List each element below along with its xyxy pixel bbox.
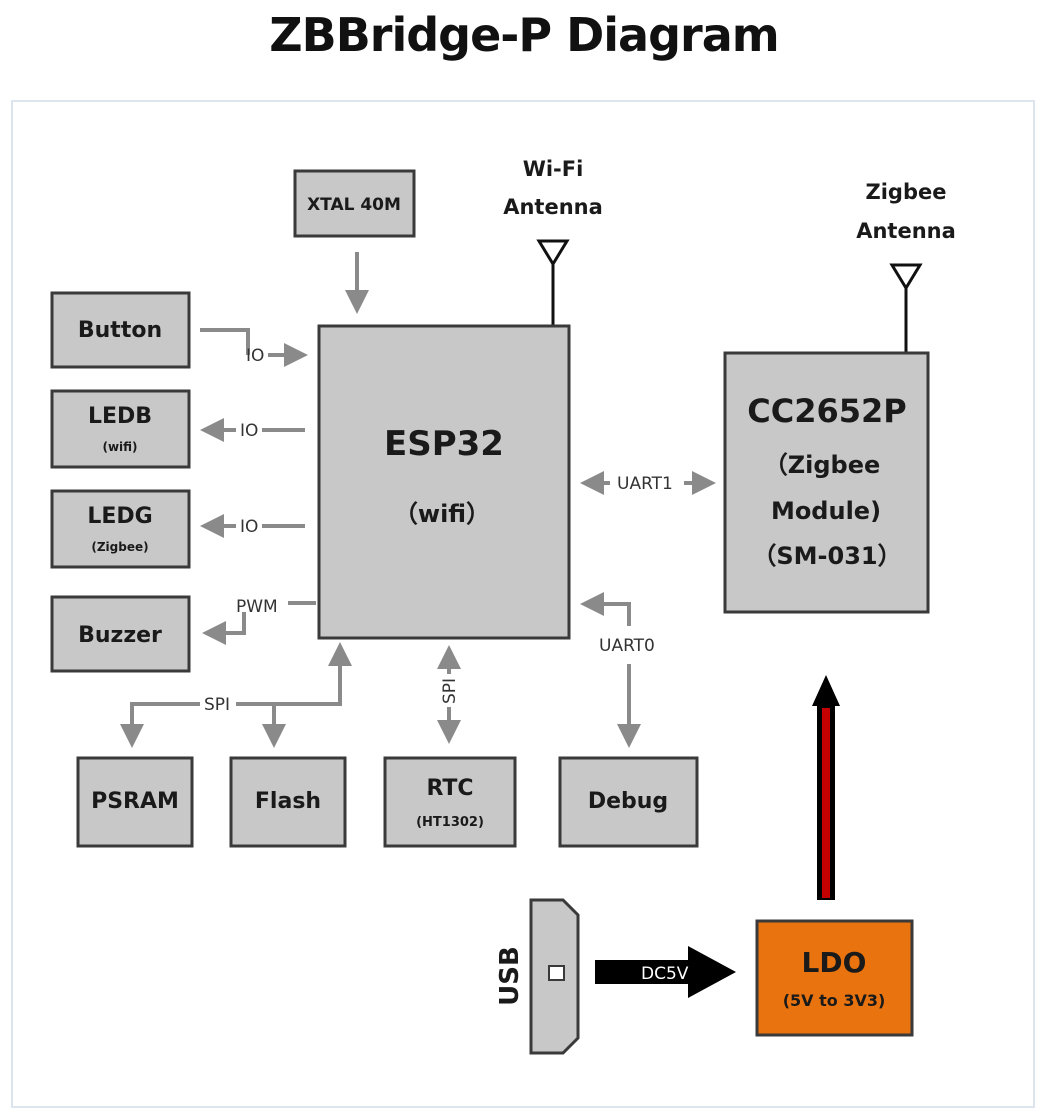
diagram-frame <box>11 100 1035 1108</box>
cc2652p-block: CC2652P （Zigbee Module) （SM-031） <box>723 351 930 614</box>
ldo-block: LDO (5V to 3V3) <box>755 919 914 1037</box>
wifi-antenna-label-1: Wi-Fi <box>523 157 584 181</box>
flash-label: Flash <box>255 789 321 814</box>
usb-port-slot <box>548 965 565 981</box>
rtc-label: RTC <box>426 776 473 801</box>
esp32-label: ESP32 <box>384 424 504 464</box>
cc2652p-sublabel-3: （SM-031） <box>752 542 901 570</box>
debug-block: Debug <box>558 756 699 848</box>
debug-label: Debug <box>588 789 668 814</box>
buzzer-block: Buzzer <box>50 595 191 673</box>
power-arrow-shaft <box>822 708 830 898</box>
psram-label: PSRAM <box>91 789 179 814</box>
dc5v-label: DC5V <box>641 964 689 984</box>
usb-label: USB <box>495 946 525 1006</box>
xtal-block: XTAL 40M <box>293 169 416 238</box>
ldo-label: LDO <box>802 946 867 979</box>
button-block: Button <box>50 291 191 369</box>
xtal-label: XTAL 40M <box>307 195 401 215</box>
psram-block: PSRAM <box>76 756 194 848</box>
ledg-block: LEDG (Zigbee) <box>50 489 191 569</box>
spi-label-left: SPI <box>204 695 230 715</box>
rtc-sublabel: (HT1302) <box>416 815 484 830</box>
cc2652p-sublabel-1: （Zigbee <box>764 451 881 479</box>
wifi-antenna-icon <box>536 239 570 267</box>
cc2652p-label: CC2652P <box>747 392 906 430</box>
uart0-to-esp32 <box>580 592 631 626</box>
button-label: Button <box>78 318 162 343</box>
zigbee-antenna-icon <box>889 263 923 291</box>
zigbee-antenna-label-1: Zigbee <box>866 180 947 204</box>
spi-to-psram <box>120 702 200 748</box>
io-label-button: IO <box>246 346 264 366</box>
io-label-ledg: IO <box>240 517 258 537</box>
usb-connector: USB <box>495 898 580 1055</box>
spi-label-rtc: SPI <box>440 678 460 704</box>
uart0-label: UART0 <box>599 636 655 656</box>
cc2652p-sublabel-2: Module) <box>771 497 881 525</box>
ledg-label: LEDG <box>87 504 152 529</box>
page-title: ZBBridge-P Diagram <box>269 8 779 62</box>
zigbee-antenna-label-2: Antenna <box>856 219 956 243</box>
ledb-label: LEDB <box>88 404 152 429</box>
spi-bus-right <box>236 642 352 706</box>
ledg-sublabel: (Zigbee) <box>91 540 148 554</box>
buzzer-arrow <box>202 612 246 645</box>
flash-block: Flash <box>229 756 347 848</box>
esp32-block: ESP32 （wifi） <box>317 324 571 640</box>
wifi-antenna-label-2: Antenna <box>503 195 603 219</box>
buzzer-label: Buzzer <box>78 623 162 648</box>
uart1-label: UART1 <box>617 474 673 494</box>
io-label-ledb: IO <box>240 421 258 441</box>
button-connector <box>200 328 250 355</box>
dc5v-arrow <box>595 946 736 998</box>
ledb-block: LEDB (wifi) <box>50 389 191 469</box>
pwm-label: PWM <box>236 597 278 617</box>
esp32-sublabel: （wifi） <box>394 500 490 528</box>
ledb-sublabel: (wifi) <box>102 440 137 454</box>
power-arrow-head <box>812 675 840 706</box>
rtc-block: RTC (HT1302) <box>383 756 517 848</box>
ldo-sublabel: (5V to 3V3) <box>783 991 886 1010</box>
